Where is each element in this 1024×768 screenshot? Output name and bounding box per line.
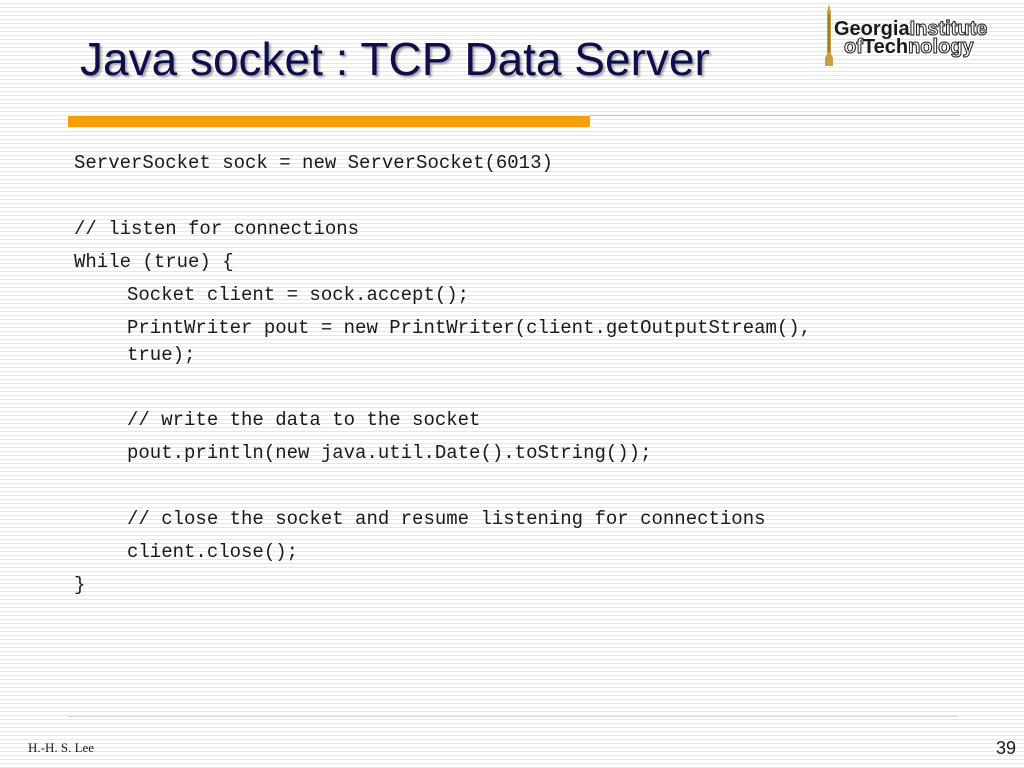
code-line: client.close(); [127, 541, 299, 563]
code-line: pout.println(new java.util.Date().toStri… [127, 442, 652, 464]
code-line: true); [127, 344, 196, 366]
code-line: While (true) { [74, 251, 234, 273]
footer-rule [68, 716, 958, 717]
georgia-tech-logo: GeorgiaInstitute ofTechnology [818, 4, 1018, 68]
code-line: // listen for connections [74, 218, 360, 240]
code-line: PrintWriter pout = new PrintWriter(clien… [127, 317, 812, 339]
page-number: 39 [995, 738, 1016, 758]
logo-georgia: Georgia [834, 18, 910, 40]
code-line: Socket client = sock.accept(); [127, 284, 470, 306]
logo-nology: nology [908, 36, 975, 59]
code-line: // write the data to the socket [127, 409, 481, 431]
code-line: ServerSocket sock = new ServerSocket(601… [74, 152, 553, 174]
code-line: // close the socket and resume listening… [127, 508, 766, 530]
code-line: } [74, 574, 86, 596]
slide-title: Java socket : TCP Data Server [80, 33, 710, 85]
logo-institute: Institute [909, 18, 988, 41]
logo-tech: Tech [862, 36, 909, 58]
title-underline-rule [590, 115, 960, 116]
tower-icon [825, 4, 833, 66]
title-accent-bar [68, 116, 590, 127]
footer-author: H.-H. S. Lee [28, 740, 95, 755]
logo-of: of [844, 36, 864, 59]
